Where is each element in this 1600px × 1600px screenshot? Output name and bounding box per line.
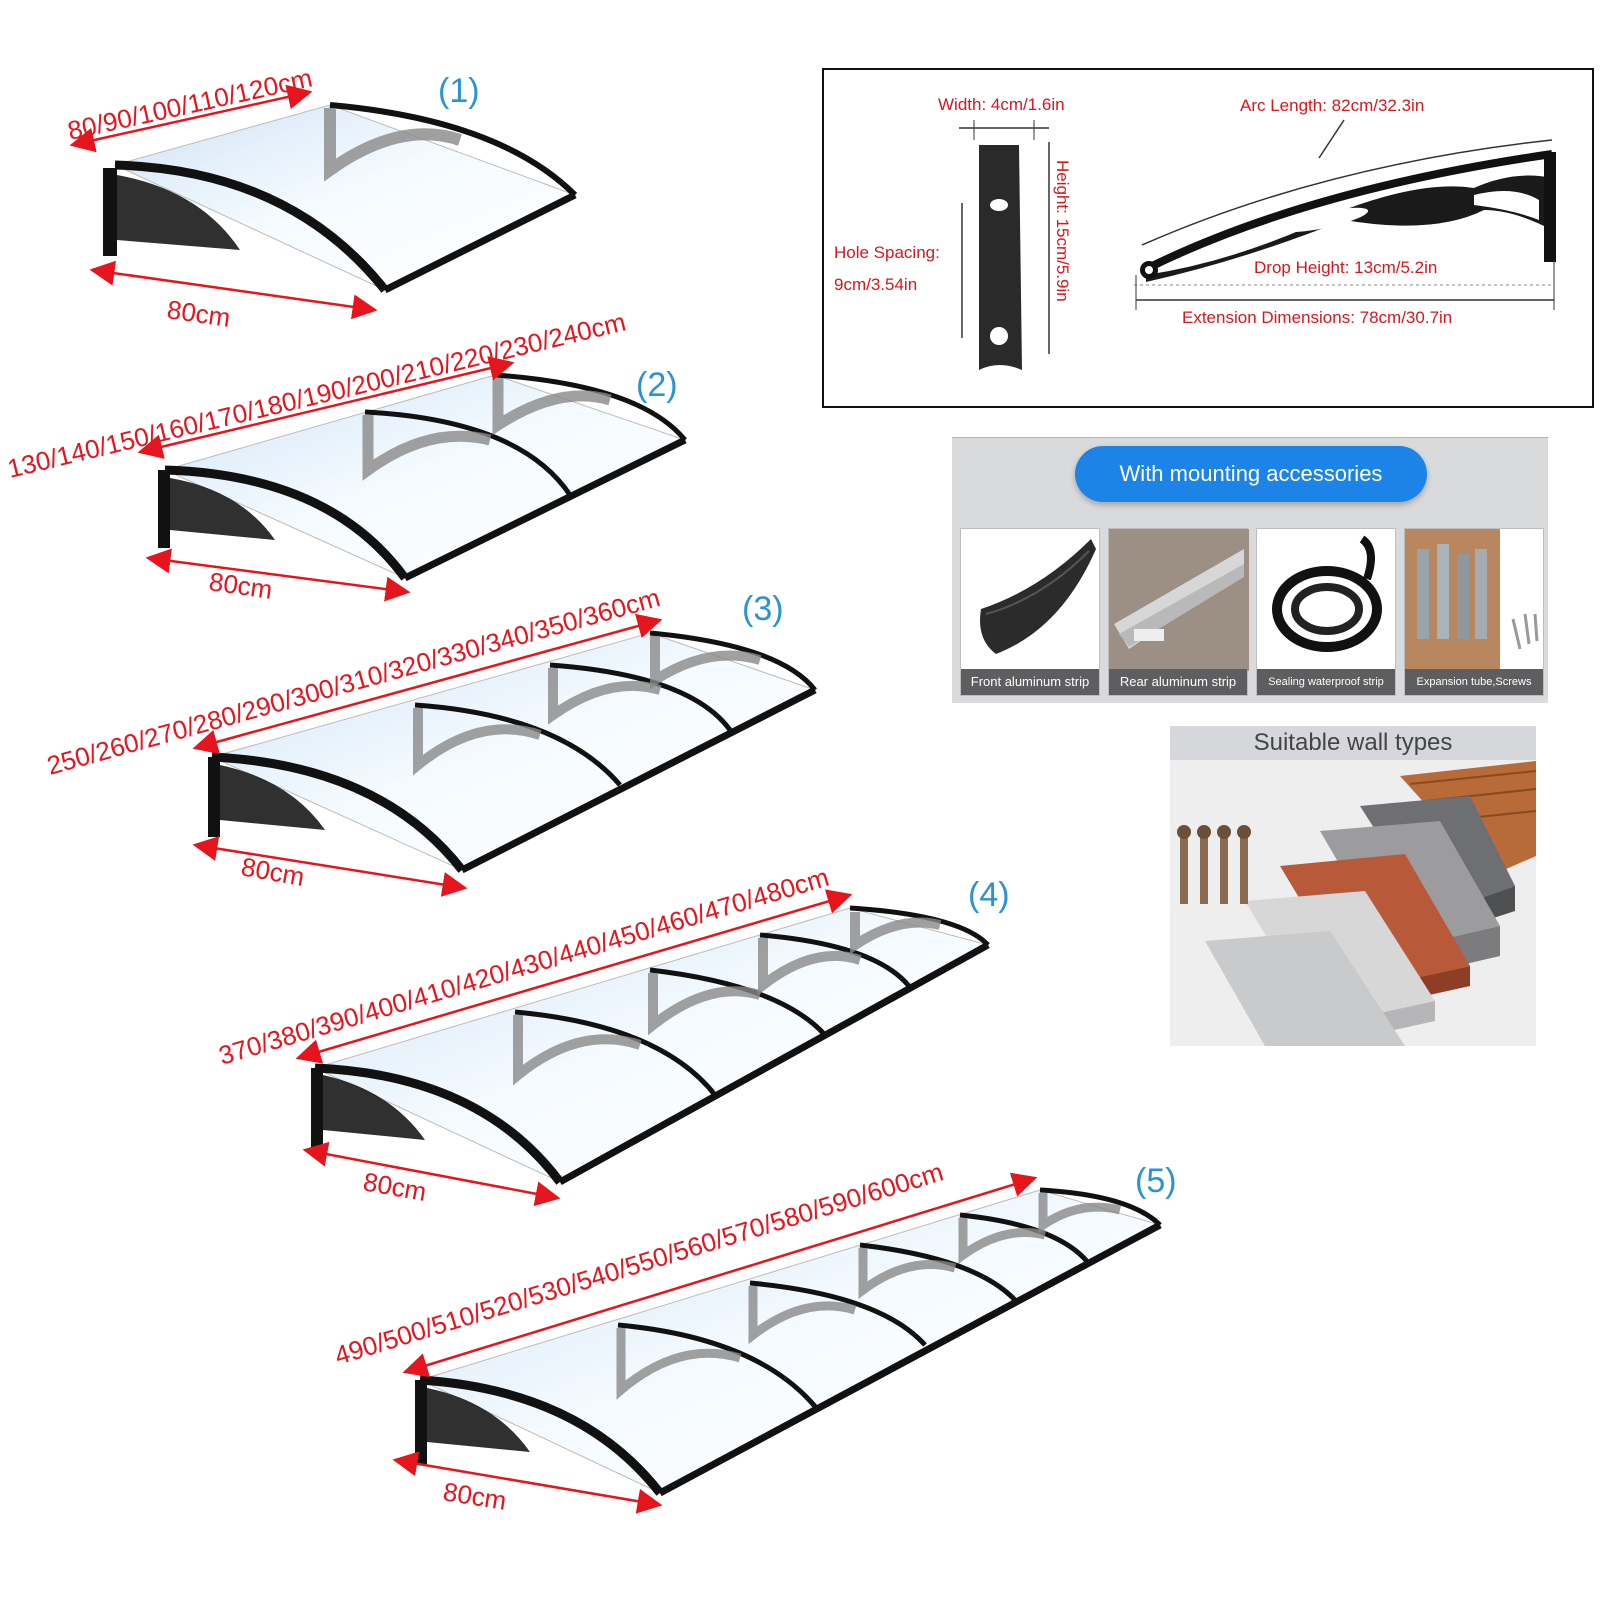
awning-3-dimensions [192, 613, 663, 897]
accessory-expansion-bolts: Expansion tube,Screws [1404, 528, 1544, 696]
front-strip-icon [980, 539, 1096, 654]
accessory-expansion-bolts-label: Expansion tube,Screws [1405, 669, 1543, 695]
spec-extension-label: Extension Dimensions: 78cm/30.7in [1182, 308, 1453, 327]
spec-arc-length-label: Arc Length: 82cm/32.3in [1240, 96, 1425, 115]
awning-3 [208, 630, 817, 874]
accessory-rear-strip: Rear aluminum strip [1108, 528, 1249, 696]
accessory-seal-strip-label: Sealing waterproof strip [1257, 669, 1395, 695]
awning-2-number: (2) [636, 366, 678, 404]
accessories-title: With mounting accessories [1075, 446, 1427, 502]
awning-5-number: (5) [1135, 1162, 1177, 1200]
accessory-front-strip: Front aluminum strip [960, 528, 1100, 696]
awning-2-dimensions [137, 356, 515, 602]
awning-1-depth-label: 80cm [165, 294, 232, 333]
bracket-spec-box: Width: 4cm/1.6in Height: 15cm/5.9in Hole… [822, 68, 1594, 408]
awning-3-number: (3) [742, 590, 784, 628]
awning-4-number: (4) [968, 876, 1010, 914]
accessories-panel: With mounting accessories Front aluminum… [952, 437, 1548, 703]
spec-hole-spacing-title: Hole Spacing: [834, 243, 940, 262]
awning-1 [103, 102, 578, 294]
seal-strip-icon [1272, 535, 1382, 652]
awning-5-depth-label: 80cm [441, 1476, 508, 1516]
awning-4 [311, 905, 990, 1186]
spec-width-label: Width: 4cm/1.6in [938, 95, 1065, 114]
awning-1-dimensions [69, 84, 378, 320]
wall-layers-icon [1177, 761, 1536, 1046]
rear-strip-icon [1109, 529, 1249, 671]
spec-height-label: Height: 15cm/5.9in [1053, 160, 1072, 302]
accessory-front-strip-label: Front aluminum strip [961, 669, 1099, 695]
wall-types-panel: Suitable wall types [1170, 726, 1536, 1046]
bracket-drawing [959, 119, 1556, 370]
awning-3-depth-label: 80cm [239, 851, 307, 892]
expansion-bolts-icon [1405, 529, 1539, 671]
awning-1-number: (1) [438, 72, 480, 110]
accessory-rear-strip-label: Rear aluminum strip [1109, 669, 1247, 695]
spec-hole-spacing-value: 9cm/3.54in [834, 275, 918, 294]
accessory-seal-strip: Sealing waterproof strip [1256, 528, 1396, 696]
awning-5 [415, 1187, 1162, 1497]
wall-types-title: Suitable wall types [1170, 726, 1536, 760]
spec-drop-height-label: Drop Height: 13cm/5.2in [1254, 258, 1438, 277]
awning-5-dimensions [392, 1172, 1038, 1514]
